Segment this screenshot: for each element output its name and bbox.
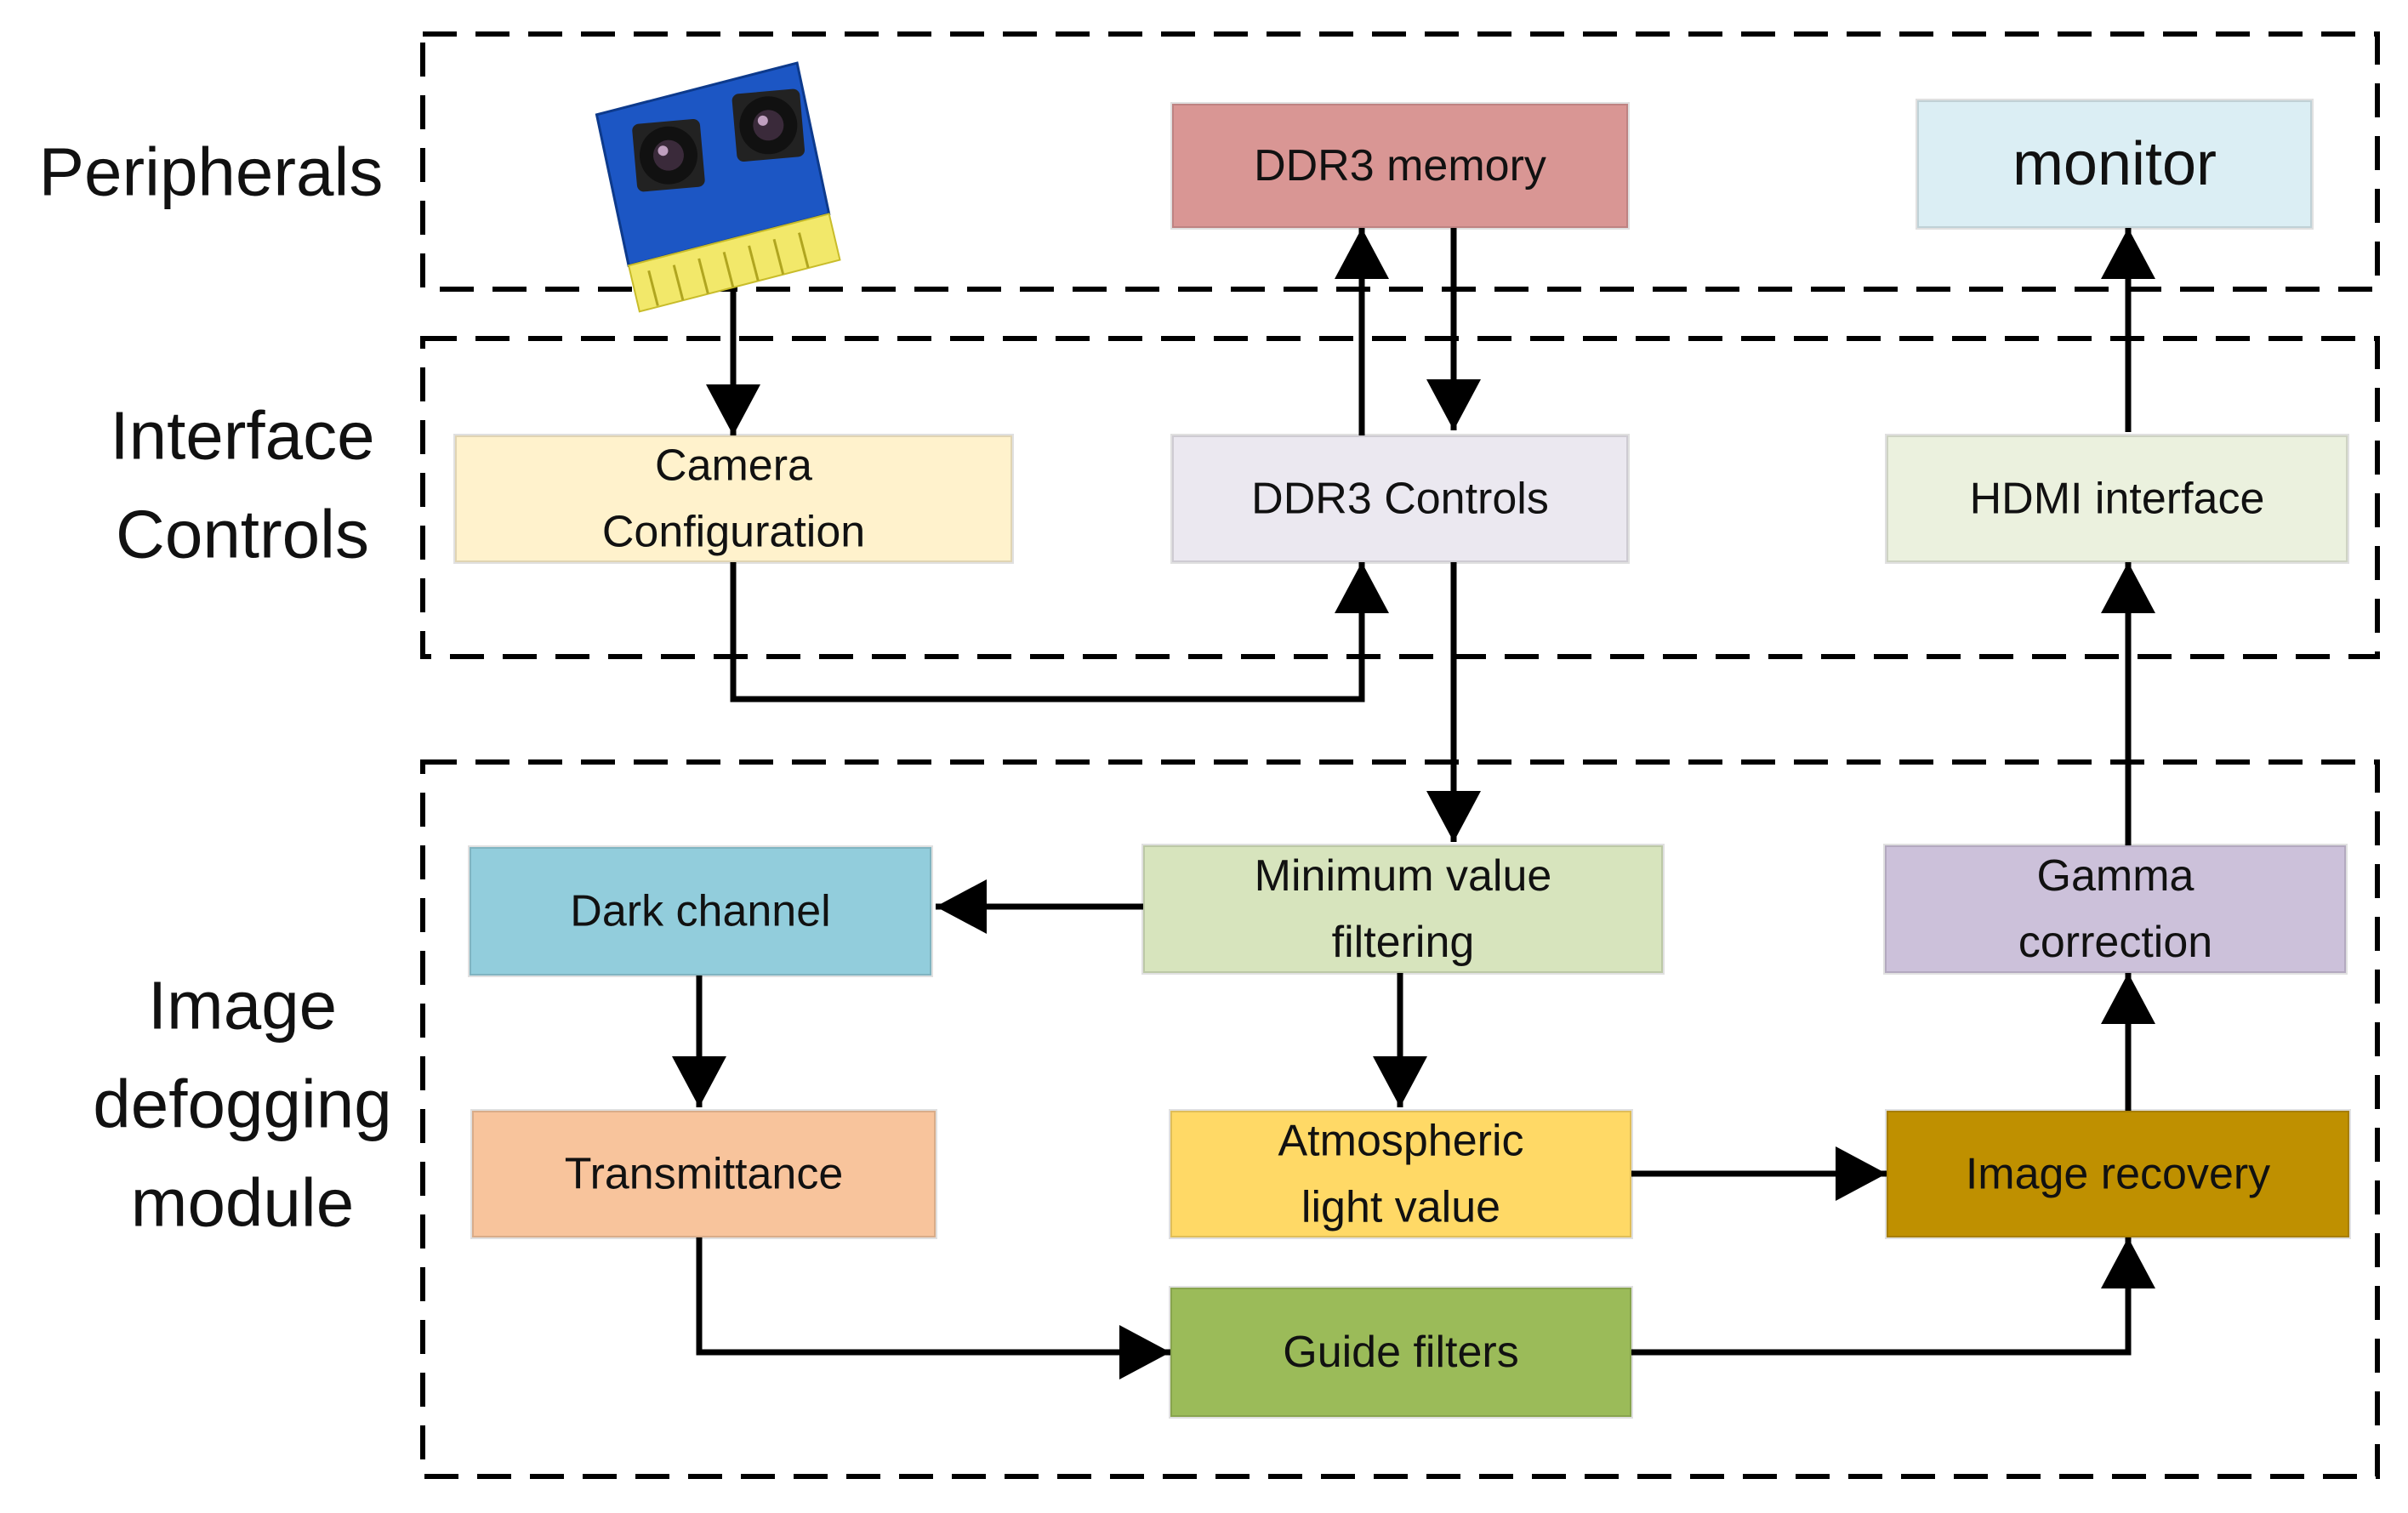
section-frames: [420, 31, 2380, 1479]
monitor-label: monitor: [2012, 130, 2217, 198]
hdmi-interface-box: [1885, 434, 2349, 564]
dark-channel-label: Dark channel: [570, 887, 830, 936]
section-label-peripherals: Peripherals: [39, 134, 384, 210]
camera-configuration-box: [453, 434, 1014, 564]
dark-channel-block: Dark channel: [468, 845, 933, 977]
guide-filters-box: [1169, 1286, 1633, 1419]
hdmi-interface-block: HDMI interface: [1885, 434, 2349, 564]
image-recovery-box: [1885, 1109, 2351, 1239]
hdmi-interface-label: HDMI interface: [1970, 475, 2265, 524]
transmittance-label: Transmittance: [565, 1150, 844, 1199]
guide-filters-label: Guide filters: [1283, 1328, 1518, 1377]
ddr3-controls-box: [1170, 434, 1630, 564]
frame-peripherals: [420, 31, 2380, 292]
ddr3-memory-block: DDR3 memory: [1170, 102, 1630, 230]
monitor-block: monitor: [1916, 99, 2314, 230]
guide-filters-block: Guide filters: [1169, 1286, 1633, 1419]
dark-channel-box: [468, 845, 933, 977]
minimum-value-filtering-box: [1141, 844, 1665, 975]
image-recovery-label: Image recovery: [1966, 1150, 2270, 1199]
transmittance-block: Transmittance: [470, 1109, 937, 1239]
frame-interface-controls: [420, 336, 2380, 659]
arrow-guide-filters-to-image-recovery: [1631, 1237, 2155, 1356]
ddr3-memory-box: [1170, 102, 1630, 230]
ddr3-controls-label: DDR3 Controls: [1251, 475, 1549, 524]
arrow-transmittance-to-guide-filters: [696, 1237, 1170, 1379]
image-recovery-block: Image recovery: [1885, 1109, 2351, 1239]
frame-image-defogging: [420, 759, 2380, 1479]
transmittance-box: [470, 1109, 937, 1239]
arrow-camera-config-to-ddr3-controls: [730, 562, 1389, 702]
connectors: [672, 223, 2155, 1379]
stereo-camera-module-icon: [595, 61, 841, 313]
ddr3-memory-label: DDR3 memory: [1254, 141, 1546, 191]
monitor-box: [1916, 99, 2314, 230]
ddr3-controls-block: DDR3 Controls: [1170, 434, 1630, 564]
atmospheric-light-value-box: [1169, 1109, 1633, 1239]
gamma-correction-box: [1883, 844, 2348, 975]
